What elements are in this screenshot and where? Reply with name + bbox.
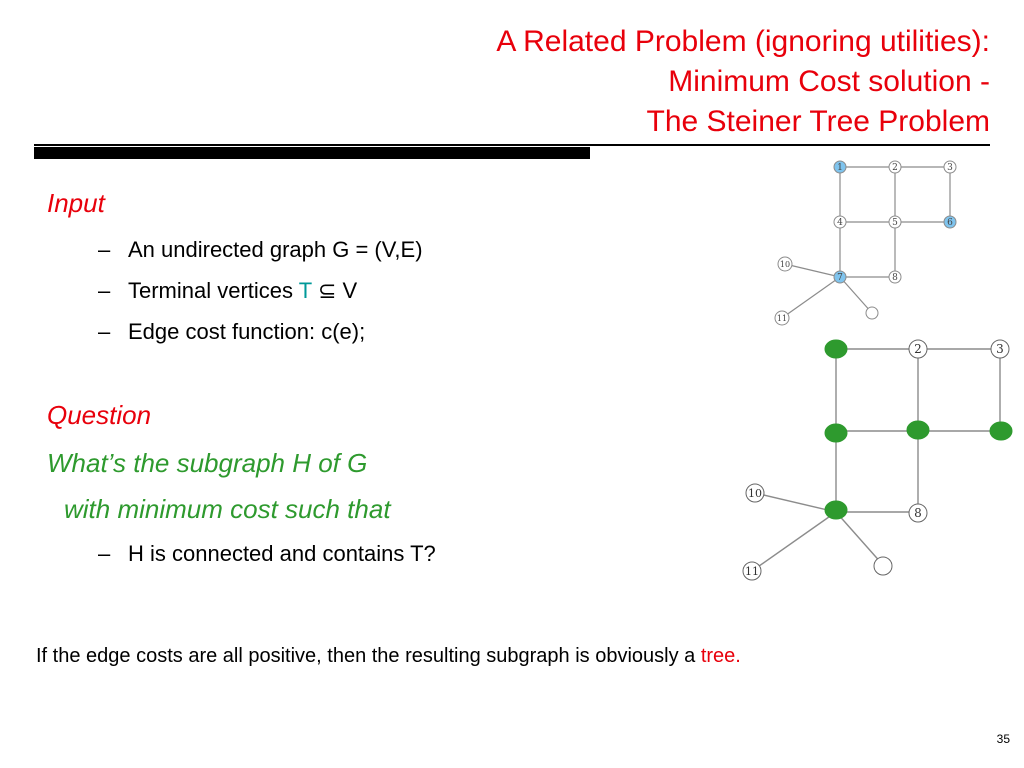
graph-node: [908, 503, 928, 523]
title-rule-thin: [34, 144, 990, 146]
graph-node: [865, 306, 879, 320]
graph-small-nodes: [774, 160, 957, 326]
graph-node: [777, 256, 793, 272]
bullet-dash: –: [98, 319, 111, 344]
graph-node: [774, 310, 790, 326]
bullet-text: Edge cost function: c(e);: [128, 319, 366, 344]
graph-large: [751, 348, 1001, 572]
input-bullet-cost: –Edge cost function: c(e);: [98, 319, 365, 345]
node-label: 1: [837, 163, 843, 173]
node-label: 4: [837, 218, 843, 228]
node-label: 2: [892, 163, 898, 173]
bullet-text: Terminal vertices: [128, 278, 299, 303]
graph-node: [888, 215, 902, 229]
footer-note: If the edge costs are all positive, then…: [36, 645, 741, 668]
graph-node: [943, 160, 957, 174]
edge: [754, 492, 837, 513]
steiner-node: [824, 423, 848, 443]
steiner-node: [989, 421, 1013, 441]
title-rule-thick: [34, 147, 590, 159]
graph-node: [833, 270, 847, 284]
node-label: 3: [947, 163, 953, 173]
graph-node: [908, 339, 928, 359]
bullet-dash: –: [98, 237, 111, 262]
input-bullet-terminals: –Terminal vertices T ⊆ V: [98, 278, 357, 304]
slide-title: A Related Problem (ignoring utilities): …: [290, 22, 990, 142]
edge: [781, 276, 841, 319]
vertex-set-symbol: V: [342, 278, 358, 303]
question-line-1: What’s the subgraph H of G: [47, 448, 368, 478]
node-label: 8: [914, 506, 922, 520]
footer-text: If the edge costs are all positive, then…: [36, 645, 701, 667]
steiner-node: [906, 420, 930, 440]
node-label: 2: [914, 342, 922, 356]
graph-large-nodes: [742, 339, 1013, 581]
terminal-set-symbol: T: [298, 278, 312, 303]
graph-large-labels: 2 3 10 8 11: [745, 342, 1004, 578]
bullet-text: An undirected graph G = (V,E): [128, 237, 423, 262]
page-number: 35: [996, 732, 1010, 746]
node-label: 3: [996, 342, 1004, 356]
edge: [751, 511, 837, 572]
graph-node: [873, 556, 893, 576]
node-label: 10: [748, 487, 762, 500]
node-label: 8: [892, 273, 898, 283]
input-bullet-graph: –An undirected graph G = (V,E): [98, 237, 423, 263]
node-label: 6: [947, 218, 953, 228]
graph-node: [745, 483, 765, 503]
graph-node: [742, 561, 762, 581]
graph-node: [943, 215, 957, 229]
graph-node: [888, 270, 902, 284]
node-label: 5: [892, 218, 898, 228]
graph-small: [781, 166, 951, 319]
edge: [839, 276, 873, 314]
graph-node: [833, 215, 847, 229]
input-heading: Input: [47, 188, 105, 218]
title-line-2: Minimum Cost solution -: [668, 65, 990, 98]
edge: [784, 263, 841, 278]
title-line-1: A Related Problem (ignoring utilities):: [496, 25, 990, 58]
node-label: 11: [745, 565, 759, 578]
footer-highlight: tree.: [700, 645, 741, 667]
node-label: 7: [837, 273, 843, 283]
question-line-2: with minimum cost such that: [64, 494, 391, 524]
steiner-node: [824, 500, 848, 520]
question-bullet: –H is connected and contains T?: [98, 541, 436, 567]
title-line-3: The Steiner Tree Problem: [646, 105, 991, 138]
steiner-node: [824, 339, 848, 359]
graph-small-labels: 1 2 3 4 5 6 10 7 8 11: [777, 163, 953, 323]
subset-symbol: ⊆: [317, 278, 337, 303]
bullet-dash: –: [98, 541, 111, 566]
question-heading: Question: [47, 400, 152, 430]
node-label: 10: [780, 260, 790, 269]
graph-node: [888, 160, 902, 174]
bullet-text: H is connected and contains T?: [128, 541, 436, 566]
bullet-dash: –: [98, 278, 111, 303]
node-label: 11: [777, 314, 787, 323]
graph-node: [990, 339, 1010, 359]
graph-node: [833, 160, 847, 174]
edge: [835, 511, 884, 566]
